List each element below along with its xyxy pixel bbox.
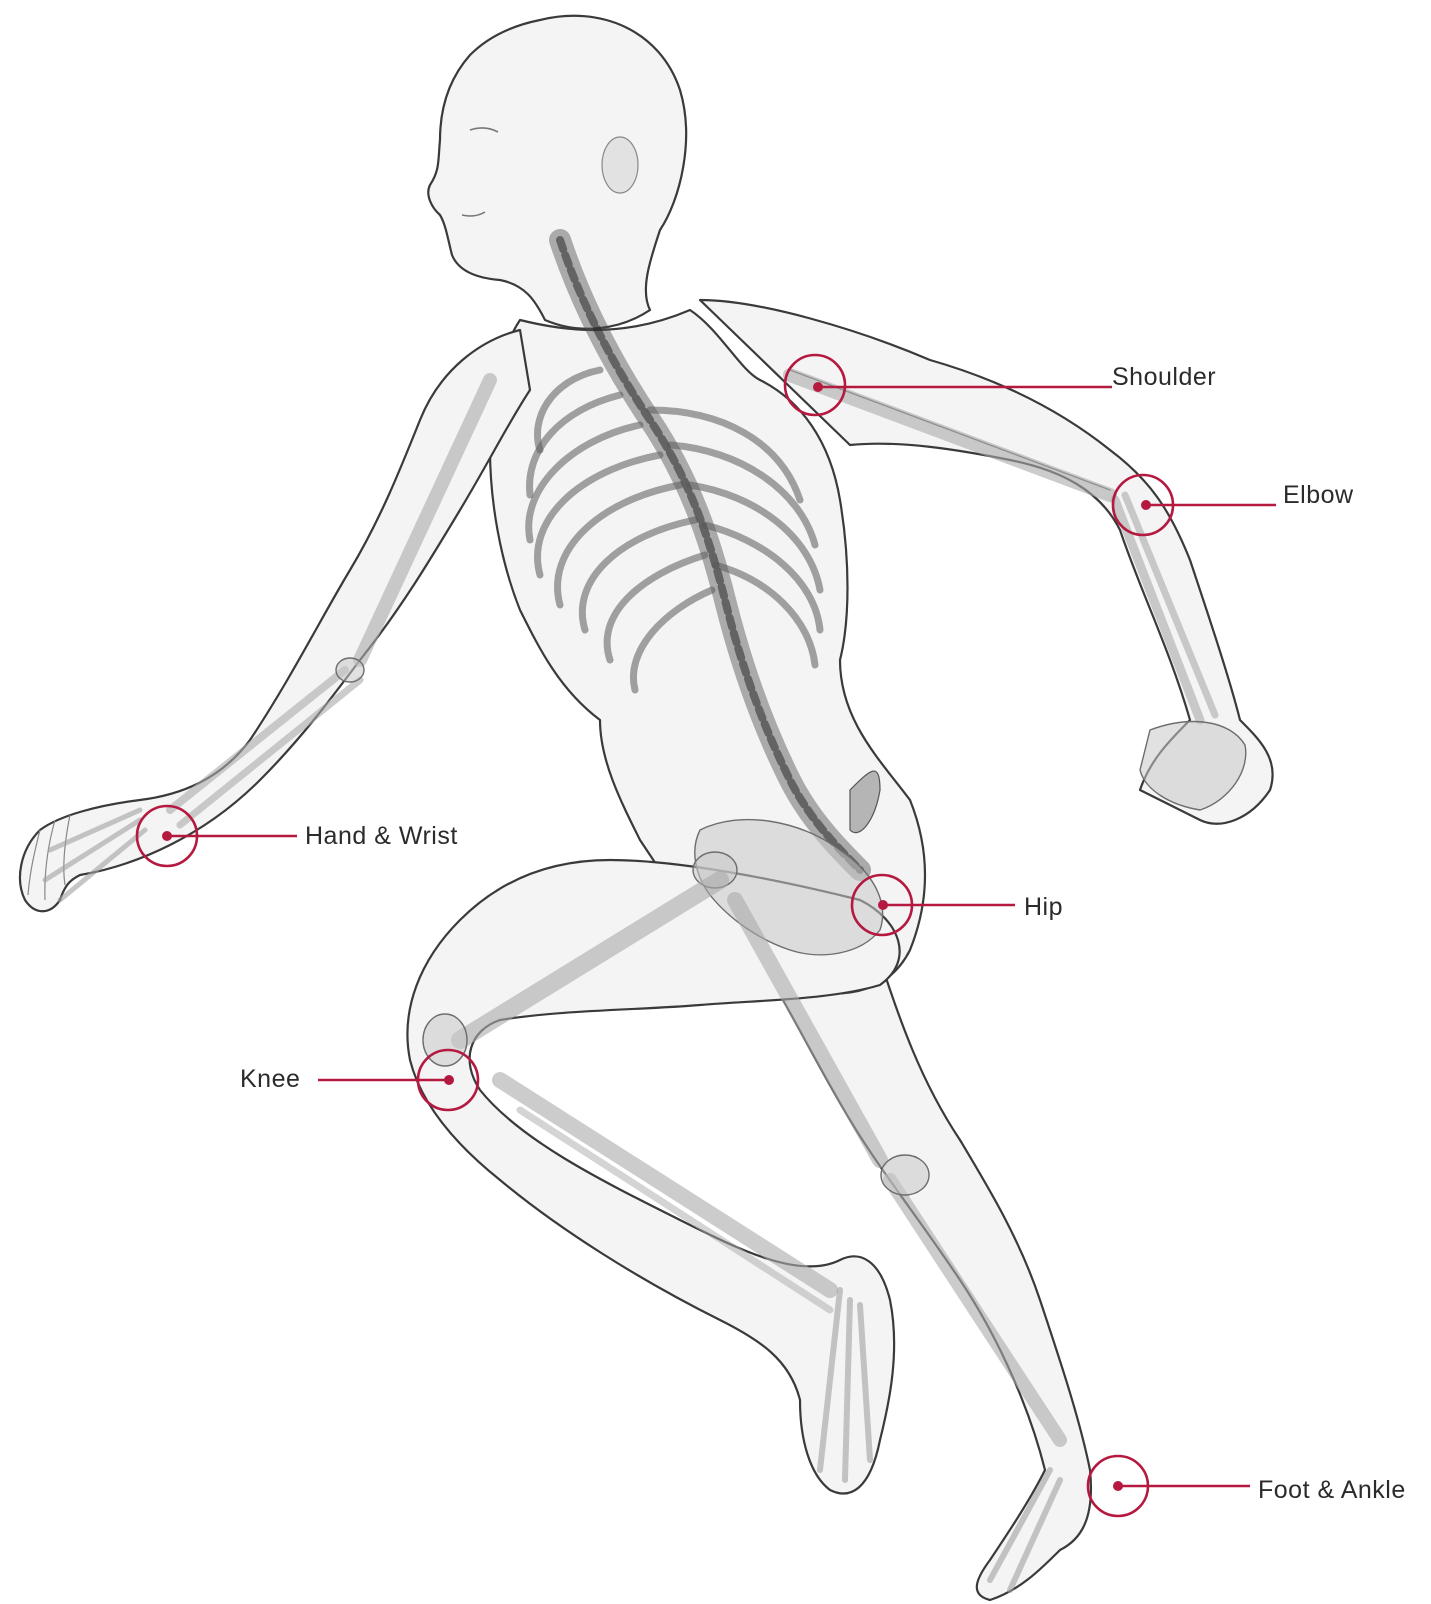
- label-foot-ankle: Foot & Ankle: [1258, 1475, 1406, 1505]
- label-elbow: Elbow: [1283, 480, 1354, 510]
- label-knee: Knee: [240, 1064, 300, 1094]
- head-outline: [428, 16, 686, 329]
- label-hip: Hip: [1024, 892, 1063, 922]
- label-shoulder: Shoulder: [1112, 362, 1216, 392]
- label-hand-wrist: Hand & Wrist: [305, 821, 458, 851]
